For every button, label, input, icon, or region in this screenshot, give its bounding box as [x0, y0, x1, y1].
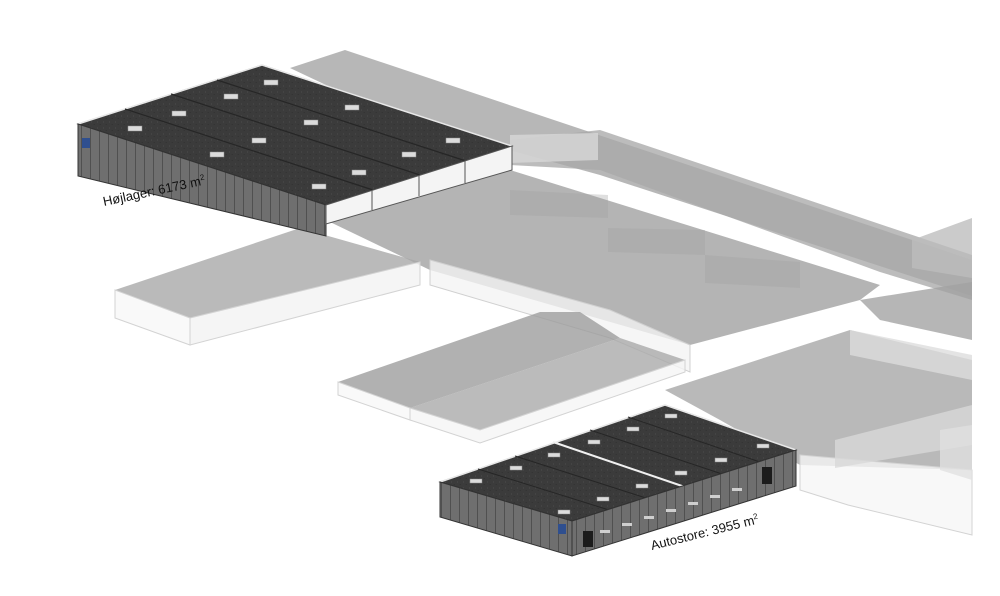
hojlager-skylights [127, 79, 461, 190]
right-step-volume-d [835, 405, 972, 468]
autostore-facade-right [571, 449, 797, 557]
hojlager-facade-right-divisions [371, 161, 466, 210]
right-step-volume-a [850, 330, 972, 380]
right-step-volume-b [860, 282, 972, 340]
right-step-volume-c [912, 218, 972, 278]
autostore-skylights [469, 413, 770, 515]
hojlager-roof-lines [124, 79, 467, 191]
gabled-front-wall [409, 359, 686, 444]
autostore-loading-doors [583, 467, 772, 547]
hojlager-parapet [77, 64, 513, 147]
hojlager-entrance-icon [82, 138, 90, 148]
hojlager-facade-left [77, 123, 327, 237]
building-hojlager[interactable]: Højlager: 6173 m2 [76, 64, 514, 237]
middle-hall-roof [330, 170, 880, 345]
rear-hall-wall-lower [510, 130, 972, 300]
autostore-entrance-icon [558, 524, 566, 534]
autostore-roof-divider [552, 441, 686, 488]
gabled-roof-back [338, 312, 620, 408]
autostore-roof-lines [477, 416, 761, 511]
step-volume-1 [510, 133, 598, 163]
left-low-side-wall [189, 261, 421, 346]
gabled-roof-front [410, 338, 685, 430]
left-low-roof [115, 228, 420, 318]
context-buildings [114, 50, 973, 536]
right-step-volume-e [940, 425, 972, 480]
autostore-windows [600, 488, 742, 533]
